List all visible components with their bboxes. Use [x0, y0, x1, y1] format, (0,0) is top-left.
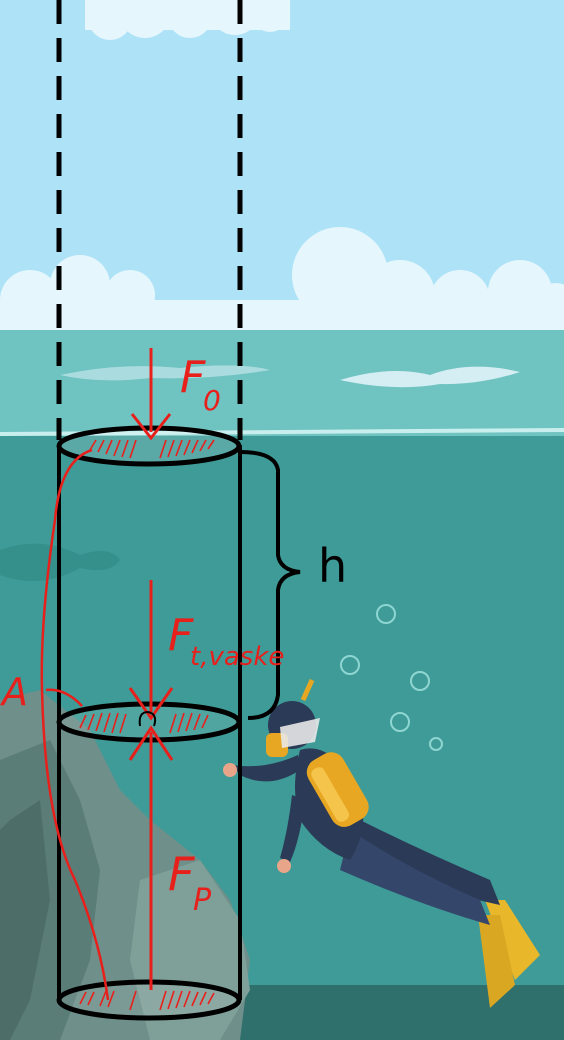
bottom-disc: [56, 979, 242, 1021]
arrowhead-top-force: [130, 413, 172, 441]
cloud-top: [85, 0, 290, 40]
bubbles: [340, 604, 443, 751]
middle-disc: [56, 701, 242, 743]
rocks: [0, 690, 250, 1040]
label-bottom-force-sub: P: [193, 883, 212, 918]
wave-highlight-2: [60, 365, 270, 381]
label-water-force: F: [168, 610, 194, 661]
label-top-force-sub: 0: [203, 384, 221, 417]
water-surface-band: [0, 330, 564, 440]
center-mark: [138, 710, 157, 727]
label-area: A: [0, 670, 28, 714]
area-pointer-tick: [45, 688, 83, 707]
arrowhead-water-force: [128, 687, 174, 721]
top-disc: [56, 425, 242, 467]
label-top-force: F: [180, 352, 206, 403]
height-brace: [239, 450, 301, 720]
diver-fin-2: [478, 915, 515, 1008]
arrowhead-bottom-force: [128, 725, 174, 761]
label-water-force-sub: t,vaske: [190, 642, 284, 672]
scuba-diver: [223, 678, 540, 1008]
area-pointer-line: [40, 448, 110, 1001]
label-height: h: [318, 539, 347, 593]
wave-highlight: [340, 366, 520, 388]
label-bottom-force: F: [168, 847, 195, 901]
